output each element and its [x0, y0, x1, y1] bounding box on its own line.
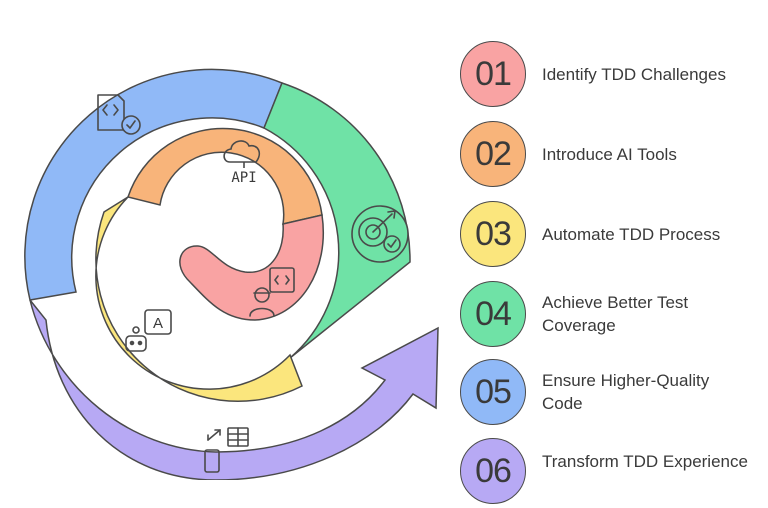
step-05: 05 Ensure Higher-Quality Code	[460, 359, 760, 429]
spiral-diagram: API A	[24, 68, 439, 480]
step-number-badge: 06	[460, 438, 526, 504]
step-label: Identify TDD Challenges	[542, 64, 726, 84]
step-number: 05	[475, 372, 512, 411]
api-text: API	[231, 170, 256, 186]
spiral-segment-green	[263, 82, 411, 359]
target-check-icon	[351, 205, 409, 263]
step-03: 03 Automate TDD Process	[460, 201, 760, 271]
step-number-badge: 02	[460, 121, 526, 187]
code-check-icon	[97, 94, 141, 135]
step-number-badge: 05	[460, 359, 526, 425]
developer-code-icon	[249, 267, 295, 317]
data-transfer-icon	[204, 427, 249, 473]
step-label: Achieve Better Test Coverage	[542, 293, 689, 335]
step-01: 01 Identify TDD Challenges	[460, 41, 760, 111]
step-number-badge: 03	[460, 201, 526, 267]
ai-badge-text: A	[153, 315, 163, 332]
spiral-arrow-purple	[29, 299, 439, 480]
step-number: 03	[475, 214, 512, 253]
step-number: 04	[475, 294, 512, 333]
step-04: 04 Achieve Better Test Coverage	[460, 281, 760, 351]
step-06: 06 Transform TDD Experience	[460, 438, 760, 508]
step-number: 01	[475, 54, 512, 93]
step-label: Ensure Higher-Quality Code	[542, 371, 710, 413]
step-number: 06	[475, 451, 512, 490]
step-number: 02	[475, 134, 512, 173]
spiral-segment-yellow-main	[95, 196, 303, 403]
step-02: 02 Introduce AI Tools	[460, 121, 760, 191]
step-label: Introduce AI Tools	[542, 144, 677, 164]
cloud-api-icon: API	[223, 140, 261, 186]
step-number-badge: 04	[460, 281, 526, 347]
step-label: Automate TDD Process	[542, 224, 721, 244]
ai-robot-icon: A	[125, 309, 172, 352]
spiral-segment-red	[179, 214, 324, 321]
step-label: Transform TDD Experience	[542, 452, 748, 471]
step-number-badge: 01	[460, 41, 526, 107]
